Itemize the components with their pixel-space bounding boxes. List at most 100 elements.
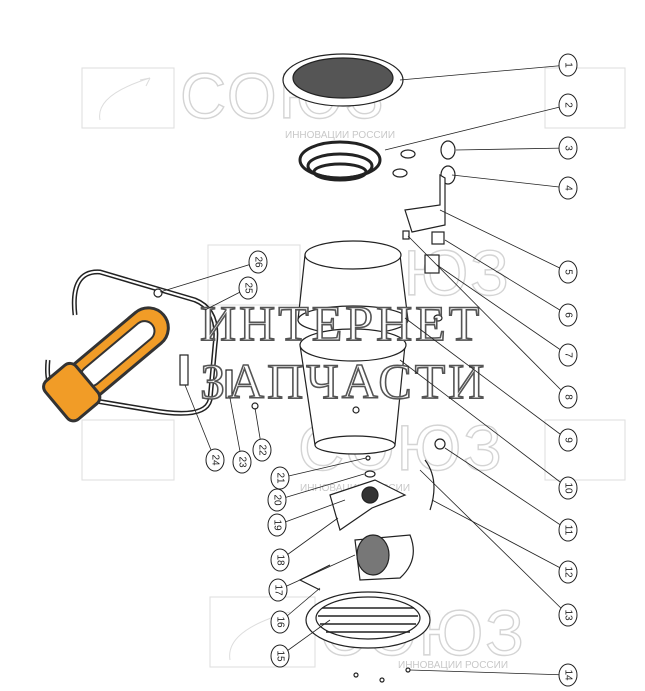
callout-19: 19 <box>267 499 346 537</box>
callout-25: 25 <box>204 276 258 311</box>
callout-13: 13 <box>419 469 578 627</box>
callout-22: 22 <box>252 407 272 462</box>
callout-circle <box>270 644 290 668</box>
leader-line <box>159 261 259 293</box>
callout-24: 24 <box>184 384 225 472</box>
callout-6: 6 <box>444 239 578 327</box>
callout-2: 2 <box>384 93 578 151</box>
callout-number: 18 <box>275 554 286 566</box>
callout-number: 22 <box>257 444 268 456</box>
part-23-sleeve <box>225 369 233 399</box>
part-15-bottom-grille <box>305 591 431 649</box>
callout-number: 14 <box>563 669 574 681</box>
callout-17: 17 <box>268 554 356 602</box>
callout-7: 7 <box>436 264 578 367</box>
callout-number: 25 <box>243 282 254 294</box>
callout-circle <box>270 610 290 634</box>
callout-number: 19 <box>272 519 283 531</box>
part-19-fan-blade <box>329 479 407 531</box>
callout-number: 3 <box>563 145 574 151</box>
callout-circle <box>252 438 272 462</box>
part-11-cable-gland <box>434 438 446 450</box>
callout-circle <box>558 518 578 542</box>
callout-number: 9 <box>563 437 574 443</box>
leader-line <box>277 554 356 591</box>
callout-number: 12 <box>563 566 574 578</box>
leader-line <box>444 447 569 531</box>
part-14-screw <box>353 672 359 678</box>
leader-line <box>184 384 216 461</box>
callout-circle <box>558 93 578 117</box>
callout-circle <box>558 663 578 687</box>
callout-26: 26 <box>159 250 268 293</box>
callout-number: 15 <box>275 650 286 662</box>
leader-line <box>399 64 569 81</box>
leader-line <box>439 209 569 273</box>
part-7-thermostat <box>424 254 440 274</box>
callout-circle <box>238 276 258 300</box>
callout-number: 8 <box>563 394 574 400</box>
callout-circle <box>558 428 578 452</box>
callout-number: 13 <box>563 609 574 621</box>
callout-number: 16 <box>275 616 286 628</box>
callout-circle <box>558 343 578 367</box>
callout-15: 15 <box>270 619 331 668</box>
callout-number: 7 <box>563 352 574 358</box>
leader-line <box>279 619 331 657</box>
leader-line <box>436 264 569 356</box>
part-drawings <box>45 53 456 683</box>
leader-line <box>431 499 569 573</box>
callout-number: 17 <box>273 584 284 596</box>
leader-line <box>404 317 569 441</box>
callout-21: 21 <box>270 457 367 490</box>
callout-23: 23 <box>229 397 252 474</box>
callout-12: 12 <box>431 499 578 584</box>
overlay-logo: ИНТЕРНЕТ ЗАПЧАСТИ <box>42 294 487 423</box>
callout-circle <box>558 260 578 284</box>
callout-4: 4 <box>451 174 578 200</box>
callout-circle <box>270 548 290 572</box>
watermark-tagline: ИННОВАЦИИ РОССИИ <box>285 130 395 141</box>
leader-line <box>444 239 569 316</box>
part-5-bracket <box>404 173 446 233</box>
callout-circle <box>205 448 225 472</box>
leader-line <box>455 147 569 151</box>
callout-circle <box>558 53 578 77</box>
callout-circle <box>232 450 252 474</box>
part-24-clip <box>179 354 189 386</box>
callout-number: 10 <box>563 482 574 494</box>
leader-line <box>451 174 569 189</box>
callout-group: 1234567891011121314151617181920212223242… <box>159 53 578 687</box>
callout-number: 24 <box>210 454 221 466</box>
part-20-washer <box>364 470 376 478</box>
callout-9: 9 <box>404 317 578 452</box>
callout-20: 20 <box>267 473 365 512</box>
leader-line <box>279 457 367 479</box>
part-26-knob <box>153 288 163 298</box>
callout-10: 10 <box>399 359 578 500</box>
callout-number: 26 <box>253 256 264 268</box>
leader-line <box>419 469 569 616</box>
callout-1: 1 <box>399 53 578 81</box>
callout-circle <box>558 136 578 160</box>
callout-number: 2 <box>563 102 574 108</box>
callout-circle <box>267 513 287 537</box>
callout-number: 6 <box>563 312 574 318</box>
callout-circle <box>558 303 578 327</box>
callout-circle <box>268 578 288 602</box>
callout-circle <box>558 603 578 627</box>
callout-circle <box>558 385 578 409</box>
callout-8: 8 <box>407 235 578 409</box>
callout-5: 5 <box>439 209 578 284</box>
callout-3: 3 <box>455 136 578 160</box>
callout-circle <box>270 466 290 490</box>
leader-line <box>279 517 339 561</box>
part-12-cable <box>424 459 435 511</box>
leader-line <box>276 473 365 501</box>
overlay-logo-line2: ЗАПЧАСТИ <box>200 353 487 409</box>
leader-line <box>384 104 569 151</box>
leader-line <box>409 669 569 676</box>
callout-circle <box>558 176 578 200</box>
callout-number: 4 <box>563 185 574 191</box>
